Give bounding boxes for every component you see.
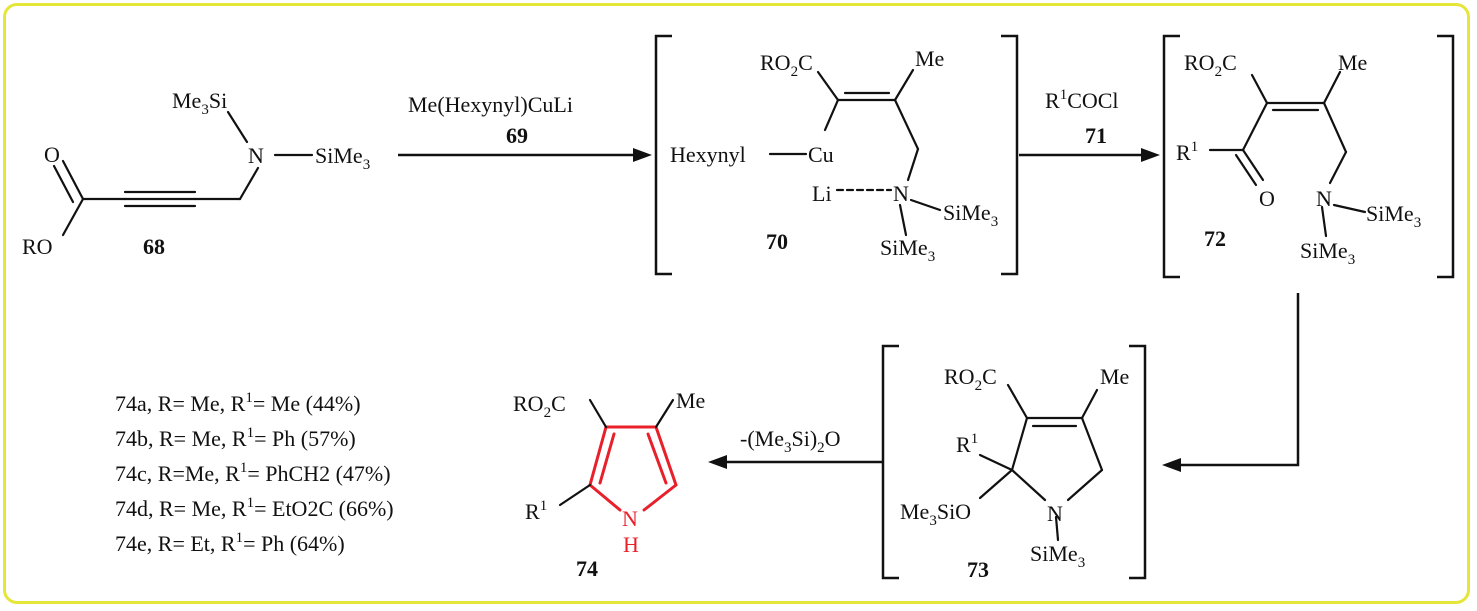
compound-73: RO2C Me R1 Me3SiO N SiMe3 73 xyxy=(881,344,1147,582)
atom-NH-N: N xyxy=(622,506,638,531)
group-Me3Si: Me3Si xyxy=(172,88,227,118)
group-Me: Me xyxy=(915,46,944,71)
atom-RO: RO xyxy=(22,234,53,259)
group-RO2C: RO2C xyxy=(760,50,813,80)
group-SiMe3-lower: SiMe3 xyxy=(880,235,935,265)
compound-68: O RO N Me3Si SiMe3 68 xyxy=(22,88,370,259)
group-Me3SiO: Me3SiO xyxy=(900,499,971,529)
group-Me: Me xyxy=(1100,364,1129,389)
compound-label-70: 70 xyxy=(766,229,788,254)
group-R1: R1 xyxy=(1176,139,1198,165)
group-SiMe3: SiMe3 xyxy=(1366,201,1421,231)
atom-N: N xyxy=(1316,186,1332,211)
reaction-arrow-1: Me(Hexynyl)CuLi 69 xyxy=(398,92,652,162)
compound-72: RO2C Me R1 O N SiMe3 SiMe3 72 xyxy=(1162,34,1455,279)
atom-N: N xyxy=(893,181,909,206)
group-R1: R1 xyxy=(956,431,978,457)
reagent-R1COCl: R1COCl xyxy=(1045,87,1119,113)
product-entry-74d: 74d, R= Me, R1= EtO2C (66%) xyxy=(115,495,394,521)
group-RO2C: RO2C xyxy=(944,364,997,394)
atom-Cu: Cu xyxy=(808,142,834,167)
atom-N: N xyxy=(1047,501,1063,526)
reaction-arrow-4: -(Me3Si)2O xyxy=(708,426,882,469)
group-RO2C: RO2C xyxy=(1184,50,1237,80)
atom-O: O xyxy=(44,142,60,167)
reagent-elimination: -(Me3Si)2O xyxy=(740,426,841,456)
group-Me: Me xyxy=(1338,50,1367,75)
product-entry-74a: 74a, R= Me, R1= Me (44%) xyxy=(115,390,361,416)
compound-label-72: 72 xyxy=(1204,226,1226,251)
group-SiMe3: SiMe3 xyxy=(1030,541,1085,571)
atom-NH-H: H xyxy=(623,532,639,557)
compound-label-73: 73 xyxy=(967,557,989,582)
atom-N: N xyxy=(248,143,264,168)
compound-74: RO2C Me R1 N H 74 xyxy=(513,388,705,581)
compound-label-71: 71 xyxy=(1085,123,1107,148)
scheme-frame xyxy=(3,3,1470,604)
product-list: 74a, R= Me, R1= Me (44%) 74b, R= Me, R1=… xyxy=(115,390,394,556)
reaction-arrow-3 xyxy=(1162,293,1300,472)
compound-label-68: 68 xyxy=(143,234,165,259)
group-Me: Me xyxy=(676,388,705,413)
group-SiMe3: SiMe3 xyxy=(943,200,998,230)
product-entry-74b: 74b, R= Me, R1= Ph (57%) xyxy=(115,425,356,451)
atom-Li: Li xyxy=(812,181,832,206)
group-R1: R1 xyxy=(525,498,547,524)
group-SiMe3-lower: SiMe3 xyxy=(1300,238,1355,268)
compound-70: RO2C Me Hexynyl Cu Li N SiMe3 SiMe3 70 xyxy=(654,34,1019,276)
reaction-arrow-2: R1COCl 71 xyxy=(1019,87,1160,162)
group-RO2C: RO2C xyxy=(513,391,566,421)
product-entry-74c: 74c, R=Me, R1= PhCH2 (47%) xyxy=(115,460,391,486)
product-entry-74e: 74e, R= Et, R1= Ph (64%) xyxy=(115,530,345,556)
group-SiMe3: SiMe3 xyxy=(315,143,370,173)
atom-O: O xyxy=(1259,186,1275,211)
compound-label-69: 69 xyxy=(506,123,528,148)
compound-label-74: 74 xyxy=(576,556,598,581)
reagent-69: Me(Hexynyl)CuLi xyxy=(408,92,573,117)
group-Hexynyl: Hexynyl xyxy=(670,142,746,167)
